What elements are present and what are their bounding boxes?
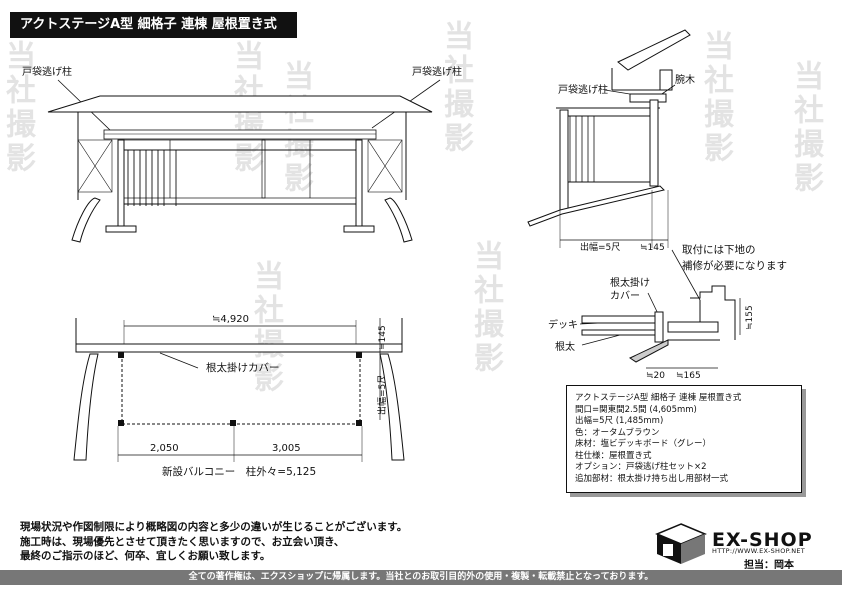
watermark-column: 当社撮影 xyxy=(468,240,503,376)
leader-line xyxy=(159,352,199,369)
plan-dim-left: 2,050 xyxy=(150,443,179,454)
detail-note-line2: 補修が必要になります xyxy=(682,259,787,272)
detail-joist-label: 根太 xyxy=(555,340,575,353)
leader-line xyxy=(671,249,701,301)
brand-url: HTTP://WWW.EX-SHOP.NET xyxy=(712,547,806,555)
label-arm: 腕木 xyxy=(675,73,695,86)
drawing-title: アクトステージA型 細格子 連棟 屋根置き式 xyxy=(10,12,297,38)
spec-line: オプション：戸袋逃げ柱セット×2 xyxy=(575,462,707,472)
detail-dim-20: ≒20 xyxy=(646,371,665,381)
spec-line: 間口=関東間2.5間 (4,605mm) xyxy=(575,404,697,415)
roof-rail xyxy=(103,129,377,140)
watermark-column: 当社撮影 xyxy=(248,260,283,396)
detail-cover-label-1: 根太掛け xyxy=(610,276,650,289)
watermark-column: 当社撮影 xyxy=(698,30,733,166)
watermark-column: 当社撮影 xyxy=(228,40,263,176)
post-base xyxy=(105,225,137,233)
note-line: 現場状況や作図制限により概略図の内容と多少の違いが生じることがございます。 xyxy=(20,521,408,533)
watermark-column: 当社撮影 xyxy=(0,40,35,176)
spec-line: 追加部材：根太掛け持ち出し用部材一式 xyxy=(575,473,729,484)
spec-line: 柱仕様：屋根置き式 xyxy=(575,450,652,461)
watermark-column: 当社撮影 xyxy=(788,60,823,196)
side-post xyxy=(649,99,659,187)
detail-deck-label: デッキ xyxy=(548,318,578,331)
detail-ground xyxy=(628,339,669,363)
note-line: 施工時は、現場優先とさせて頂きたく思いますので、お立会い頂き、 xyxy=(20,535,345,548)
left-support xyxy=(73,353,99,461)
spec-line: 出幅=5尺 (1,485mm) xyxy=(575,416,664,426)
post-base xyxy=(343,225,375,233)
house-wall xyxy=(75,343,403,353)
detail-dim-155: ≒155 xyxy=(745,305,755,330)
detail-note-line1: 取付には下地の xyxy=(682,243,756,256)
right-support xyxy=(379,353,405,461)
plan-cover-label: 根太掛けカバー xyxy=(206,361,280,374)
plan-top-dim: ≒4,920 xyxy=(212,314,249,325)
note-line: 最終のご指示のほど、何卒、宜しくお願い致します。 xyxy=(20,550,271,562)
spec-line: 色：オータムブラウン xyxy=(575,427,660,438)
detail-cover-label-2: カバー xyxy=(610,290,640,302)
label-left-post: 戸袋逃げ柱 xyxy=(22,65,72,78)
side-offset-dim: ≒145 xyxy=(640,243,665,253)
left-support xyxy=(71,197,101,243)
ex-shop-logo-icon xyxy=(655,523,707,564)
spec-line: 床材：塩ビデッキボード（グレー） xyxy=(575,439,712,449)
label-side-post: 戸袋逃げ柱 xyxy=(558,83,608,96)
copyright-footer: 全ての著作権は、エクスショップに帰属します。当社とのお取引目的外の使用・複製・転… xyxy=(0,570,842,585)
wall-profile xyxy=(690,285,736,340)
brand-name: EX-SHOP xyxy=(712,529,813,551)
leader-line xyxy=(581,334,621,346)
watermark-column: 当社撮影 xyxy=(438,20,473,156)
notes: 現場状況や作図制限により概略図の内容と多少の違いが生じることがございます。 施工… xyxy=(20,520,407,564)
spec-line: アクトステージA型 細格子 連棟 屋根置き式 xyxy=(575,393,742,403)
spec-box: アクトステージA型 細格子 連棟 屋根置き式 間口=関東間2.5間 (4,605… xyxy=(566,385,802,493)
staff-label: 担当：岡本 xyxy=(744,560,794,571)
right-support xyxy=(384,197,413,243)
plan-dim-right: 3,005 xyxy=(272,443,301,454)
detail-dim-165: ≒165 xyxy=(676,371,701,381)
side-depth-dim: 出幅=5尺 xyxy=(580,241,620,253)
lattice-fence xyxy=(127,150,177,206)
plan-caption: 新設バルコニー 柱外々=5,125 xyxy=(162,465,316,478)
label-right-post: 戸袋逃げ柱 xyxy=(412,65,462,78)
plan-side-dim-145: ≒145 xyxy=(378,325,388,350)
side-beam xyxy=(629,93,667,103)
side-roof xyxy=(617,29,691,71)
